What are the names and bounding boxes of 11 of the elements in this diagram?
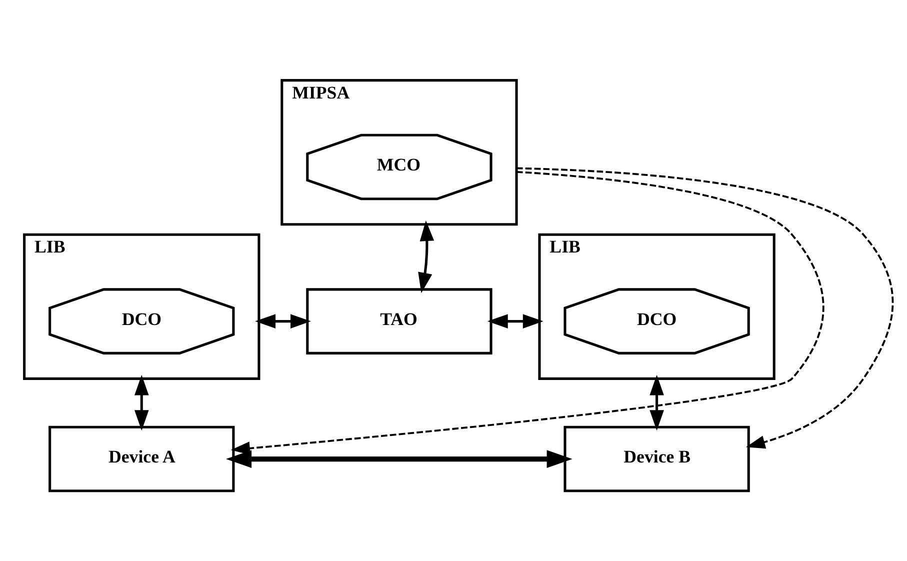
node-box: Device B: [564, 426, 750, 492]
node-box: TAO: [306, 288, 492, 354]
arrow: [650, 374, 664, 431]
arrow: [134, 374, 149, 431]
arrow: [230, 170, 824, 455]
arrow: [255, 314, 311, 328]
arrow: [418, 220, 434, 294]
arrow: [226, 450, 572, 468]
arrow: [516, 167, 894, 449]
node-box: Device A: [48, 426, 235, 492]
arrow: [487, 314, 544, 328]
